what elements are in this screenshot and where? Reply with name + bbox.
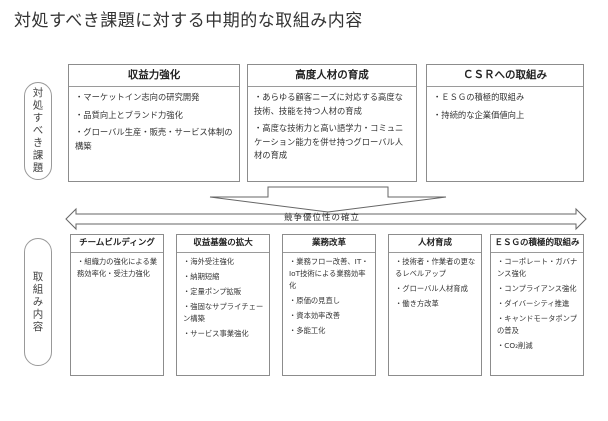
list-item: ・キャンドモータポンプの普及 [497,314,578,335]
list-item: ・納期短縮 [183,272,220,281]
issue-box-talent: 高度人材の育成 ・あらゆる顧客ニーズに対応する高度な技術、技能を持つ人材の育成 … [247,64,417,182]
list-item: ・組織力の強化による業務効率化・受注力強化 [77,257,158,278]
issue-list: ・あらゆる顧客ニーズに対応する高度な技術、技能を持つ人材の育成 ・高度な技術力と… [248,91,416,167]
list-item: ・マーケットイン志向の研究開発 [75,92,200,102]
bottom-side-label-text: 取組み内容 [31,270,44,334]
action-list: ・コーポレート・ガバナンス強化 ・コンプライアンス強化 ・ダイバーシティ推進 ・… [491,256,583,355]
list-item: ・海外受注強化 [183,257,235,266]
action-box-team-building: チームビルディング ・組織力の強化による業務効率化・受注力強化 [70,234,164,376]
list-item: ・グローバル人材育成 [395,284,468,293]
issue-list: ・ＥＳＧの積極的取組み ・持続的な企業価値向上 [427,91,583,126]
action-heading: 業務改革 [283,235,375,253]
action-heading: チームビルディング [71,235,163,253]
list-item: ・技術者・作業者の更なるレベルアップ [395,257,476,278]
list-item: ・高度な技術力と高い語学力・コミュニケーション能力を併せ持つグローバル人材の育成 [254,123,404,160]
list-item: ・強固なサプライチェーン構築 [183,302,264,323]
action-list: ・海外受注強化 ・納期短縮 ・定量ポンプ拡販 ・強固なサプライチェーン構築 ・サ… [177,256,269,343]
issue-heading: ＣＳＲへの取組み [427,65,583,87]
action-heading: 収益基盤の拡大 [177,235,269,253]
banner-text: 競争優位性の確立 [283,213,360,223]
issue-heading: 収益力強化 [69,65,239,87]
list-item: ・品質向上とブランド力強化 [75,109,183,120]
list-item: ・グローバル生産・販売・サービス体制の構築 [75,127,233,151]
list-item: ・業務フロー改善、IT・IoT技術による業務効率化 [289,257,369,290]
action-list: ・技術者・作業者の更なるレベルアップ ・グローバル人材育成 ・働き方改革 [389,256,481,313]
action-heading: ＥＳＧの積極的取組み [491,235,583,253]
list-item: ・資本効率改善 [289,311,341,320]
down-arrow-shape [209,186,447,213]
issue-box-profitability: 収益力強化 ・マーケットイン志向の研究開発 ・品質向上とブランド力強化 ・グロー… [68,64,240,182]
list-item: ・CO₂削減 [497,341,533,350]
list-item: ・コーポレート・ガバナンス強化 [497,257,578,278]
list-item: ・定量ポンプ拡販 [183,287,242,296]
action-box-business-reform: 業務改革 ・業務フロー改善、IT・IoT技術による業務効率化 ・原価の見直し ・… [282,234,376,376]
list-item: ・働き方改革 [395,299,439,308]
list-item: ・あらゆる顧客ニーズに対応する高度な技術、技能を持つ人材の育成 [254,92,403,116]
list-item: ・原価の見直し [289,296,341,305]
top-side-label: 対処すべき課題 [24,82,52,180]
issue-list: ・マーケットイン志向の研究開発 ・品質向上とブランド力強化 ・グローバル生産・販… [69,91,239,157]
action-box-talent-development: 人材育成 ・技術者・作業者の更なるレベルアップ ・グローバル人材育成 ・働き方改… [388,234,482,376]
list-item: ・持続的な企業価値向上 [433,109,525,120]
action-heading: 人材育成 [389,235,481,253]
page-title: 対処すべき課題に対する中期的な取組み内容 [14,11,363,31]
double-arrow-shape [65,207,587,231]
action-box-esg: ＥＳＧの積極的取組み ・コーポレート・ガバナンス強化 ・コンプライアンス強化 ・… [490,234,584,376]
action-box-revenue-base: 収益基盤の拡大 ・海外受注強化 ・納期短縮 ・定量ポンプ拡販 ・強固なサプライチ… [176,234,270,376]
issue-heading: 高度人材の育成 [248,65,416,87]
bottom-side-label: 取組み内容 [24,238,52,366]
list-item: ・ダイバーシティ推進 [497,299,570,308]
list-item: ・サービス事業強化 [183,329,249,338]
list-item: ・ＥＳＧの積極的取組み [433,92,525,102]
issue-box-csr: ＣＳＲへの取組み ・ＥＳＧの積極的取組み ・持続的な企業価値向上 [426,64,584,182]
top-side-label-text: 対処すべき課題 [31,87,44,175]
list-item: ・コンプライアンス強化 [497,284,577,293]
action-list: ・業務フロー改善、IT・IoT技術による業務効率化 ・原価の見直し ・資本効率改… [283,256,375,340]
action-list: ・組織力の強化による業務効率化・受注力強化 [71,256,163,283]
list-item: ・多能工化 [289,326,326,335]
